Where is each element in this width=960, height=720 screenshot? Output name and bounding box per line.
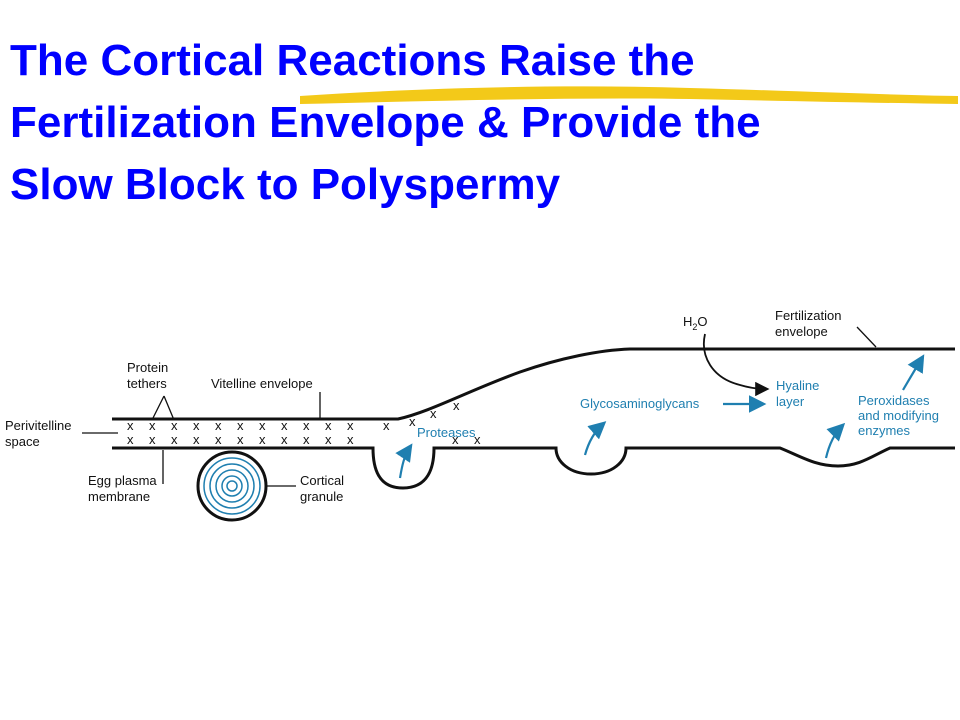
arrow-peroxidases-top: [902, 354, 925, 391]
svg-text:x: x: [325, 432, 332, 447]
cleaved-tether-3: x: [430, 406, 437, 421]
label-peroxidases-line-1: Peroxidases: [858, 393, 930, 408]
title-line-3: Slow Block to Polyspermy: [10, 160, 561, 209]
arrow-peroxidases-bottom: [824, 422, 846, 459]
vitelline-envelope-line: [112, 347, 955, 421]
svg-text:x: x: [149, 432, 156, 447]
label-h2o: H2O: [683, 314, 708, 332]
svg-text:x: x: [215, 432, 222, 447]
label-h2o-h: H: [683, 314, 692, 329]
label-protein-tethers-line-1: Protein: [127, 360, 168, 375]
title-line-1: The Cortical Reactions Raise the: [10, 36, 695, 85]
label-proteases: Proteases: [417, 425, 476, 440]
svg-text:x: x: [325, 418, 332, 433]
leader-lines: [82, 326, 877, 487]
label-vitelline-envelope: Vitelline envelope: [211, 376, 313, 391]
svg-text:x: x: [259, 418, 266, 433]
label-egg-plasma-line-1: Egg plasma: [88, 473, 157, 488]
svg-text:x: x: [215, 418, 222, 433]
svg-text:x: x: [259, 432, 266, 447]
cleaved-tether-1: x: [383, 418, 390, 433]
svg-text:x: x: [127, 432, 134, 447]
label-h2o-sub: 2: [692, 322, 697, 332]
label-protein-tethers: Protein tethers: [127, 360, 172, 391]
label-cortical-granule-line-2: granule: [300, 489, 343, 504]
label-hyaline-layer: Hyaline layer: [776, 378, 823, 409]
svg-text:x: x: [171, 432, 178, 447]
svg-text:x: x: [347, 418, 354, 433]
cleaved-tether-2: x: [409, 414, 416, 429]
svg-text:x: x: [281, 418, 288, 433]
label-egg-plasma-line-2: membrane: [88, 489, 150, 504]
cleaved-tether-6: x: [474, 432, 481, 447]
label-fertilization-line-1: Fertilization: [775, 308, 841, 323]
cortical-granule: [196, 450, 268, 522]
label-perivitelline-line-2: space: [5, 434, 40, 449]
label-peroxidases: Peroxidases and modifying enzymes: [858, 393, 943, 438]
label-glycosaminoglycans: Glycosaminoglycans: [580, 396, 700, 411]
cleaved-tethers: x x x x x x: [383, 398, 481, 447]
svg-text:x: x: [281, 432, 288, 447]
svg-text:x: x: [237, 418, 244, 433]
label-cortical-granule: Cortical granule: [300, 473, 348, 504]
svg-text:x: x: [303, 418, 310, 433]
label-h2o-o: O: [697, 314, 707, 329]
blue-arrows: [395, 354, 925, 479]
svg-text:x: x: [303, 432, 310, 447]
svg-text:x: x: [149, 418, 156, 433]
label-fertilization-envelope: Fertilization envelope: [775, 308, 845, 339]
cleaved-tether-5: x: [452, 432, 459, 447]
label-egg-plasma-membrane: Egg plasma membrane: [88, 473, 160, 504]
label-perivitelline-line-1: Perivitelline: [5, 418, 71, 433]
label-perivitelline-space: Perivitelline space: [5, 418, 75, 449]
egg-plasma-membrane-line: [112, 446, 955, 490]
svg-text:x: x: [193, 418, 200, 433]
slide-title: The Cortical Reactions Raise the Fertili…: [10, 30, 950, 216]
label-peroxidases-line-3: enzymes: [858, 423, 911, 438]
svg-text:x: x: [347, 432, 354, 447]
label-cortical-granule-line-1: Cortical: [300, 473, 344, 488]
label-peroxidases-line-2: and modifying: [858, 408, 939, 423]
label-fertilization-line-2: envelope: [775, 324, 828, 339]
svg-text:x: x: [193, 432, 200, 447]
cleaved-tether-4: x: [453, 398, 460, 413]
arrow-h2o: [703, 333, 770, 397]
svg-text:x: x: [171, 418, 178, 433]
svg-text:x: x: [127, 418, 134, 433]
svg-text:x: x: [237, 432, 244, 447]
arrow-glycosaminoglycans-up: [583, 421, 607, 456]
arrow-protease: [395, 443, 413, 479]
highlight-stroke-path: [300, 86, 958, 104]
label-protein-tethers-line-2: tethers: [127, 376, 167, 391]
label-hyaline-line-1: Hyaline: [776, 378, 819, 393]
label-hyaline-line-2: layer: [776, 394, 805, 409]
title-line-2: Fertilization Envelope & Provide the: [10, 98, 761, 147]
protein-tethers: xx xx xx xx xx xx xx xx xx xx xx: [127, 418, 354, 447]
